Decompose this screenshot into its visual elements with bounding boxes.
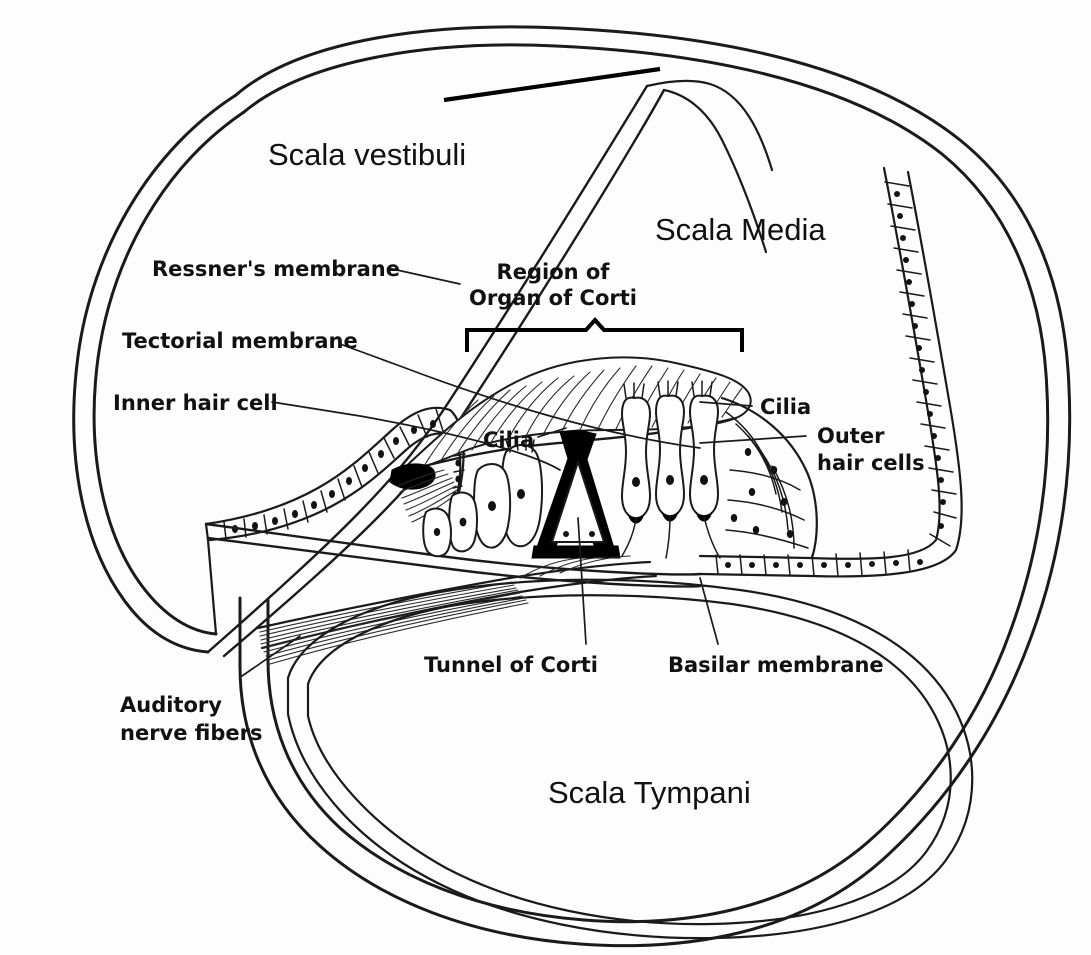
stria-cell-partitions — [715, 181, 957, 577]
label-region-of-organ-of-corti-line1: Region of — [497, 260, 611, 284]
label-auditory-nerve-fibers-line1: Auditory — [120, 693, 222, 717]
label-basilar-membrane: Basilar membrane — [668, 653, 884, 677]
hensen-cell-partitions — [725, 411, 809, 549]
stria-vascularis — [698, 166, 963, 578]
scala-vestibuli-left-wall — [72, 93, 246, 654]
cilia-inner-leader — [537, 427, 567, 438]
outer-hair-cells-leader — [699, 435, 807, 444]
osseous-spiral-lamina — [204, 522, 218, 636]
inner-hair-cell-leader — [271, 401, 561, 471]
label-tectorial-membrane: Tectorial membrane — [122, 329, 358, 353]
outer-hair-cell — [655, 394, 685, 522]
limbus-cell-partitions — [223, 408, 444, 540]
label-inner-hair-cell: Inner hair cell — [113, 391, 278, 415]
cilia-outer-leader — [699, 401, 753, 407]
label-region-of-organ-of-corti-line2: Organ of Corti — [469, 286, 637, 310]
hensen-cell-nuclei — [730, 448, 794, 538]
outer-hair-cell-cilia — [623, 380, 713, 399]
label-cilia-outer: Cilia — [760, 395, 811, 419]
ressners-membrane-structure — [206, 84, 666, 658]
label-scala-vestibuli: Scala vestibuli — [268, 137, 466, 172]
scala-tympani-chamber — [286, 578, 974, 940]
label-scala-tympani: Scala Tympani — [548, 775, 751, 810]
label-auditory-nerve-fibers-line2: nerve fibers — [120, 721, 263, 745]
top-unlabeled-leader — [443, 66, 661, 103]
leader-lines — [241, 66, 807, 677]
label-outer-hair-cells-line2: hair cells — [817, 451, 925, 475]
hensen-claudius-cells — [720, 396, 818, 560]
organ-of-corti-bracket — [465, 317, 744, 352]
limbus-cell-nuclei — [232, 420, 436, 533]
tectorial-root-fibers — [389, 463, 458, 523]
inner-hair-cell-structure — [422, 437, 543, 558]
tunnel-of-corti-structure — [531, 429, 621, 559]
auditory-nerve-fibers-leader — [241, 635, 301, 677]
cochlear-outer-wall — [234, 25, 1072, 948]
outer-hair-cell — [689, 394, 719, 522]
label-cilia-inner: Cilia — [483, 428, 534, 452]
label-tunnel-of-corti: Tunnel of Corti — [424, 653, 598, 677]
nerve-fibers-to-hair-cells — [519, 555, 631, 579]
basilar-membrane-leader — [699, 577, 719, 645]
deiters-cell-processes — [621, 515, 721, 559]
tunnel-base-nuclei — [563, 531, 595, 537]
outer-hair-cell — [621, 396, 651, 524]
nerve-fiber-strands — [259, 581, 529, 665]
label-scala-media: Scala Media — [655, 212, 826, 247]
ressners-membrane-leader — [387, 267, 461, 285]
outer-hair-cells-structure — [621, 380, 721, 559]
tunnel-of-corti-leader — [577, 517, 587, 645]
scala-media-roof — [645, 79, 774, 254]
basilar-membrane-structure — [204, 522, 702, 588]
stria-cell-nuclei — [725, 191, 946, 568]
label-outer-hair-cells-line1: Outer — [817, 424, 885, 448]
tectorial-membrane-striations — [423, 365, 743, 467]
tectorial-membrane-leader — [339, 343, 701, 449]
label-ressners-membrane: Ressner's membrane — [152, 257, 400, 281]
